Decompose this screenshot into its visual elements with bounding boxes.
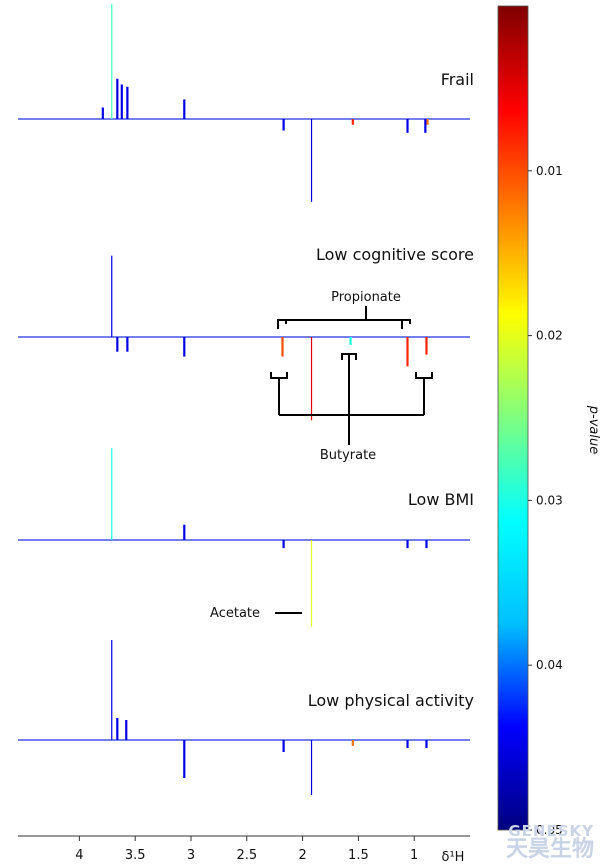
colorbar-tick-label: 0.02 bbox=[536, 329, 563, 343]
x-axis-label: δ¹H bbox=[442, 850, 465, 865]
x-axis-tick-label: 2 bbox=[298, 848, 306, 863]
panel-title-low-cognitive-score: Low cognitive score bbox=[316, 245, 474, 264]
spectrum-low-bmi bbox=[18, 448, 470, 627]
butyrate-bracket bbox=[270, 353, 433, 445]
x-axis-tick-label: 3.5 bbox=[125, 848, 146, 863]
x-axis-tick-label: 1 bbox=[410, 848, 418, 863]
x-axis-tick-label: 3 bbox=[187, 848, 195, 863]
x-axis: 4 3.5 3 2.5 2 1.5 1 bbox=[18, 835, 470, 863]
spectra-group bbox=[18, 4, 470, 795]
watermark-logo: GENESKY 天昊生物 bbox=[506, 824, 594, 861]
panel-title-frail: Frail bbox=[441, 70, 474, 89]
colorbar-label: p-value bbox=[586, 405, 600, 454]
x-axis-tick-label: 4 bbox=[75, 848, 83, 863]
spectrum-low-cognitive-score bbox=[18, 255, 470, 421]
panel-title-low-bmi: Low BMI bbox=[408, 490, 474, 509]
spectrum-frail bbox=[18, 4, 470, 202]
butyrate-label: Butyrate bbox=[320, 448, 376, 463]
colorbar-tick-label: 0.05 bbox=[536, 823, 563, 837]
colorbar bbox=[497, 5, 529, 831]
x-axis-tick-label: 1.5 bbox=[348, 848, 369, 863]
watermark-text-cn: 天昊生物 bbox=[505, 837, 594, 862]
acetate-label: Acetate bbox=[210, 606, 260, 621]
colorbar-ticks: 0.01 0.02 0.03 0.04 0.05 bbox=[528, 164, 563, 837]
x-axis-tick-label: 2.5 bbox=[236, 848, 257, 863]
propionate-label: Propionate bbox=[331, 290, 401, 305]
watermark-text-en: GENESKY bbox=[508, 822, 594, 840]
colorbar-tick-label: 0.01 bbox=[536, 164, 563, 178]
colorbar-tick-label: 0.04 bbox=[536, 658, 563, 672]
panel-title-low-physical-activity: Low physical activity bbox=[308, 691, 474, 710]
colorbar-tick-label: 0.03 bbox=[536, 493, 563, 507]
spectrum-low-physical-activity bbox=[18, 640, 470, 795]
propionate-bracket bbox=[277, 319, 411, 329]
